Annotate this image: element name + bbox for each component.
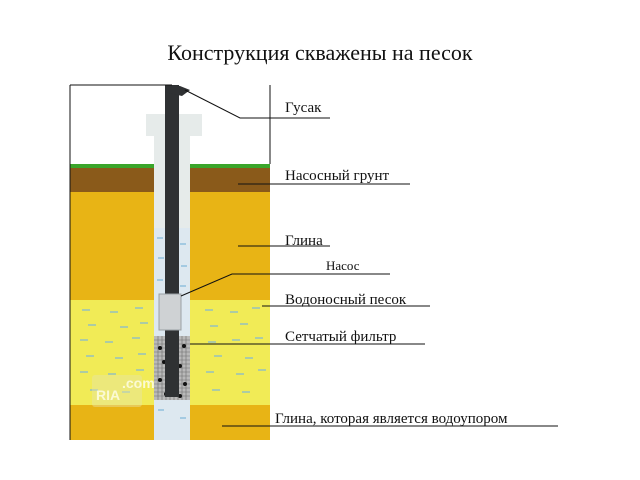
label-aquifer: Водоносный песок (285, 292, 407, 308)
label-filter: Сетчатый фильтр (285, 329, 396, 345)
leader-pump (180, 273, 390, 297)
gusak-bend (165, 85, 190, 96)
watermark-text: RIA (96, 387, 120, 403)
watermark-domain: .com (122, 375, 155, 391)
label-clay: Глина (285, 233, 323, 249)
label-topsoil: Насосный грунт (285, 168, 390, 184)
ria-watermark: RIA .com (92, 375, 155, 407)
water-dashes (80, 307, 266, 393)
label-gusak: Гусак (285, 100, 322, 116)
label-pump: Насос (326, 258, 360, 273)
pump-pipe (165, 85, 179, 397)
pump-body (158, 293, 182, 331)
leader-lines (180, 89, 558, 427)
label-aquitard: Глина, которая является водоупором (275, 411, 508, 427)
casing-water-dashes (157, 237, 187, 419)
leader-gusak (184, 89, 330, 119)
diagram-title: Конструкция скважены на песок (167, 40, 473, 65)
